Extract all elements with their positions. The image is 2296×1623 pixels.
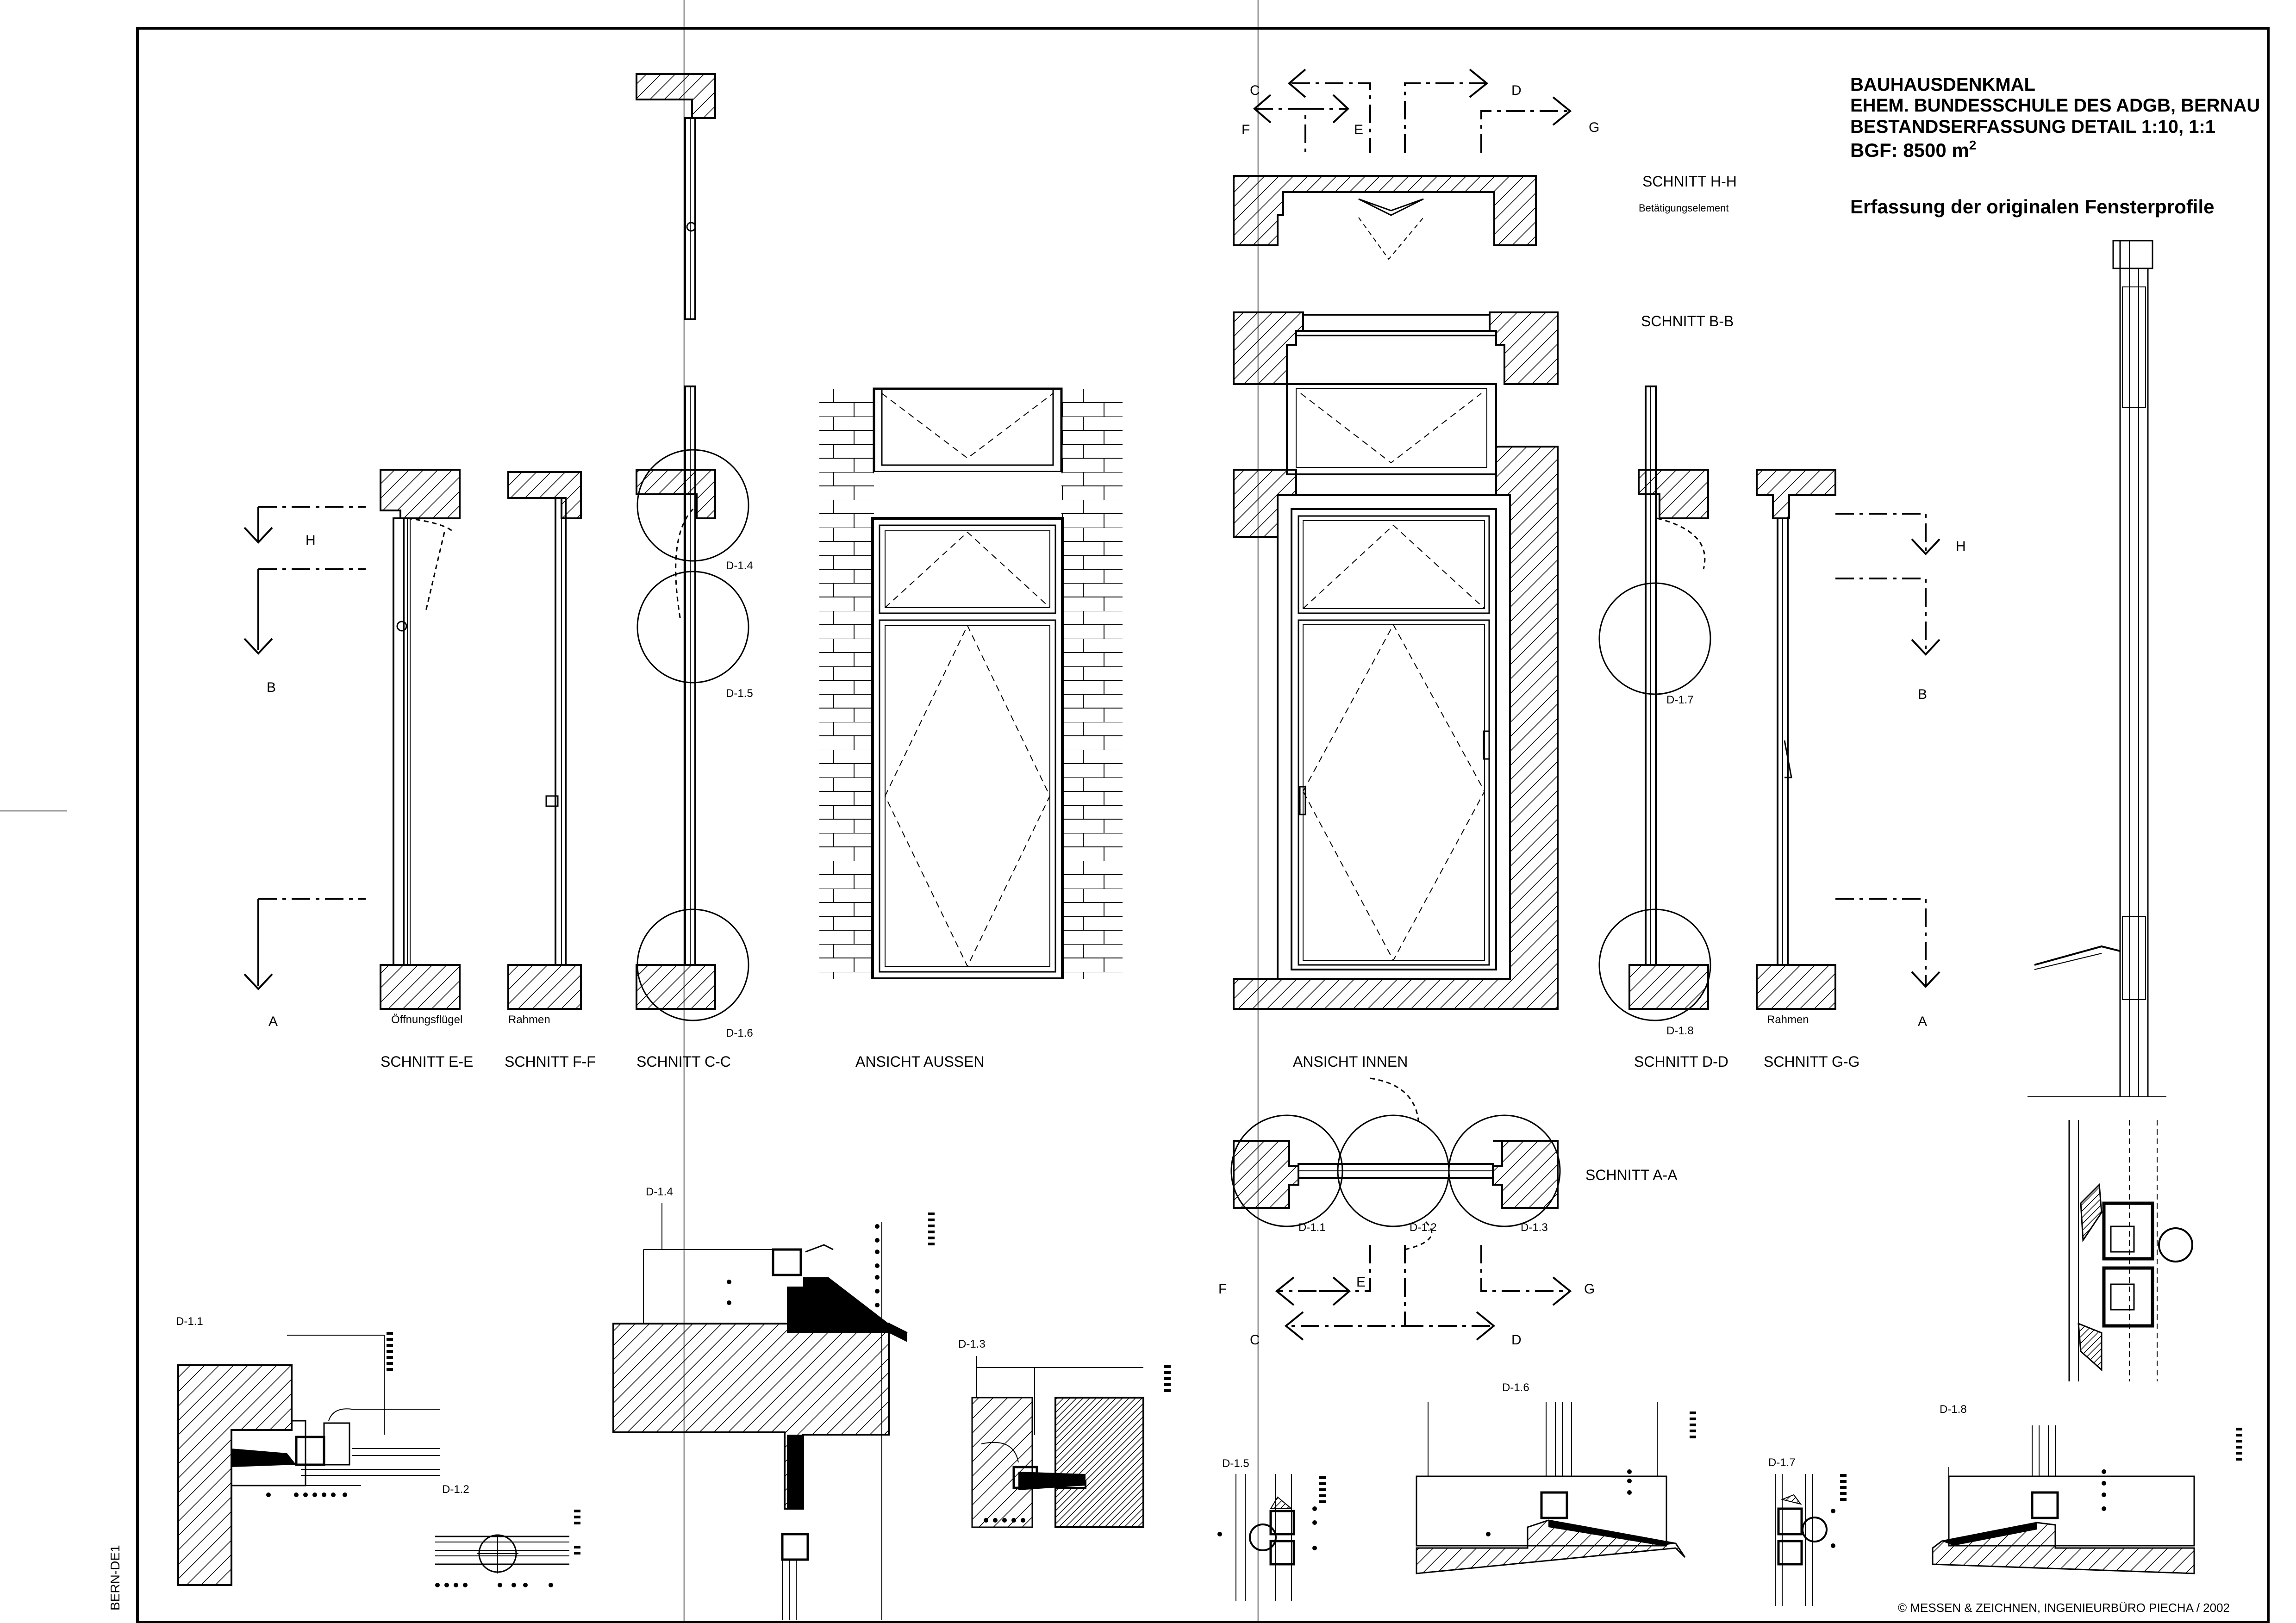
detail-d-1-2: D-1.2 xyxy=(435,1483,580,1587)
section-h-h: SCHNITT H-H Betätigungselement xyxy=(1233,173,1737,260)
label-d14-cc: D-1.4 xyxy=(726,560,753,572)
label-rahmen-right: Rahmen xyxy=(1767,1014,1809,1026)
section-e-e: Öffnungsflügel SCHNITT E-E xyxy=(380,469,473,1070)
profile-full-scale xyxy=(2028,240,2166,1097)
area-prefix: BGF: 8500 m xyxy=(1850,139,1969,161)
copyright: © MESSEN & ZEICHNEN, INGENIEURBÜRO PIECH… xyxy=(1898,1601,2230,1615)
label-schnitt-e-e: SCHNITT E-E xyxy=(381,1053,473,1070)
label-d16-cc: D-1.6 xyxy=(726,1027,753,1039)
detail-circle-d17 xyxy=(1598,582,1711,695)
label-ansicht-innen: ANSICHT INNEN xyxy=(1293,1053,1408,1070)
title-line-1: BAUHAUSDENKMAL xyxy=(1850,75,2035,95)
label-rahmen-left: Rahmen xyxy=(508,1014,550,1026)
title-block: BAUHAUSDENKMAL EHEM. BUNDESSCHULE DES AD… xyxy=(1850,75,2260,218)
marker-left-a: A xyxy=(268,1014,278,1029)
marker-top-d: D xyxy=(1511,83,1522,98)
marker-left-b: B xyxy=(267,680,276,695)
detail-circle-d13 xyxy=(1448,1114,1561,1227)
label-d16: D-1.6 xyxy=(1502,1381,1529,1394)
label-schnitt-d-d: SCHNITT D-D xyxy=(1634,1053,1728,1070)
subtitle: Erfassung der originalen Fensterprofile xyxy=(1850,196,2215,218)
detail-d-1-6: D-1.6 xyxy=(1416,1381,1696,1574)
label-schnitt-c-c: SCHNITT C-C xyxy=(636,1053,731,1070)
area-sup: 2 xyxy=(1969,138,1977,152)
title-line-2: EHEM. BUNDESSCHULE DES ADGB, BERNAU xyxy=(1850,95,2260,116)
marker-bottom-d: D xyxy=(1511,1332,1522,1348)
detail-circle-d18 xyxy=(1598,908,1711,1021)
section-g-g: Rahmen SCHNITT G-G xyxy=(1756,469,1859,1070)
label-schnitt-f-f: SCHNITT F-F xyxy=(505,1053,596,1070)
marker-right-a: A xyxy=(1918,1014,1927,1029)
sheet-border xyxy=(136,27,2270,1623)
section-marker-left xyxy=(243,506,366,990)
label-d11: D-1.1 xyxy=(176,1315,203,1328)
marker-top-e: E xyxy=(1354,122,1363,137)
marker-top-f: F xyxy=(1242,122,1250,137)
section-b-b: SCHNITT B-B xyxy=(1233,311,1734,385)
label-schnitt-g-g: SCHNITT G-G xyxy=(1764,1053,1859,1070)
area-text: BGF: 8500 m2 xyxy=(1850,138,1976,161)
label-schnitt-b-b: SCHNITT B-B xyxy=(1641,313,1734,330)
section-marker-top xyxy=(1253,68,1572,153)
elevation-inside: ANSICHT INNEN xyxy=(1233,383,1559,1070)
detail-d-1-3: D-1.3 xyxy=(958,1338,1171,1528)
label-d11-aa: D-1.1 xyxy=(1298,1221,1326,1234)
detail-d-1-4: D-1.4 xyxy=(612,1186,935,1620)
detail-circle-d14 xyxy=(636,449,749,562)
label-d13-aa: D-1.3 xyxy=(1521,1221,1548,1234)
elevation-outside: ANSICHT AUSSEN xyxy=(819,387,1123,1070)
label-d15: D-1.5 xyxy=(1222,1457,1249,1470)
sheet-id: BERN-DE1 xyxy=(108,1545,122,1611)
marker-bottom-c: C xyxy=(1250,1332,1260,1348)
detail-circle-d11 xyxy=(1230,1114,1343,1227)
section-marker-right xyxy=(1835,513,1940,988)
label-schnitt-h-h: SCHNITT H-H xyxy=(1642,173,1737,190)
marker-bottom-e: E xyxy=(1356,1275,1366,1290)
marker-bottom-g: G xyxy=(1584,1281,1595,1297)
marker-left-h: H xyxy=(306,533,316,548)
title-line-3: BESTANDSERFASSUNG DETAIL 1:10, 1:1 xyxy=(1850,117,2215,137)
detail-circle-d15 xyxy=(636,571,749,684)
section-d-d: D-1.7 D-1.8 SCHNITT D-D xyxy=(1598,386,1728,1070)
detail-d-1-7: D-1.7 xyxy=(1768,1456,1847,1606)
detail-circle-d16 xyxy=(636,908,749,1021)
detail-d-1-5: D-1.5 xyxy=(1217,1457,1326,1601)
section-a-a: D-1.1 D-1.2 D-1.3 SCHNITT A-A xyxy=(1230,1077,1678,1250)
label-d17-dd: D-1.7 xyxy=(1666,694,1694,706)
label-d18-dd: D-1.8 xyxy=(1666,1025,1694,1037)
detail-d-1-8: D-1.8 xyxy=(1932,1403,2242,1574)
marker-top-g: G xyxy=(1589,120,1599,135)
marker-bottom-f: F xyxy=(1218,1281,1227,1297)
label-d17: D-1.7 xyxy=(1768,1456,1796,1469)
label-schnitt-a-a: SCHNITT A-A xyxy=(1585,1167,1678,1183)
label-d12: D-1.2 xyxy=(442,1483,469,1496)
marker-right-b: B xyxy=(1918,687,1927,702)
profile-detail-large xyxy=(2068,1120,2193,1381)
label-d18: D-1.8 xyxy=(1940,1403,1967,1416)
label-d12-aa: D-1.2 xyxy=(1410,1221,1437,1234)
label-betaetigungselement: Betätigungselement xyxy=(1639,202,1728,214)
marker-top-c: C xyxy=(1250,83,1260,98)
label-ansicht-aussen: ANSICHT AUSSEN xyxy=(855,1053,985,1070)
detail-d-1-1: D-1.1 xyxy=(176,1315,440,1586)
section-f-f: Rahmen SCHNITT F-F xyxy=(505,471,596,1070)
section-c-c: D-1.4 D-1.5 D-1.6 SCHNITT C-C xyxy=(636,73,753,1070)
label-d15-cc: D-1.5 xyxy=(726,687,753,700)
label-d14: D-1.4 xyxy=(646,1186,673,1198)
label-d13: D-1.3 xyxy=(958,1338,986,1350)
label-oeffnungsfluegel: Öffnungsflügel xyxy=(391,1014,462,1026)
marker-right-h: H xyxy=(1956,539,1966,554)
section-marker-bottom xyxy=(1275,1245,1572,1341)
